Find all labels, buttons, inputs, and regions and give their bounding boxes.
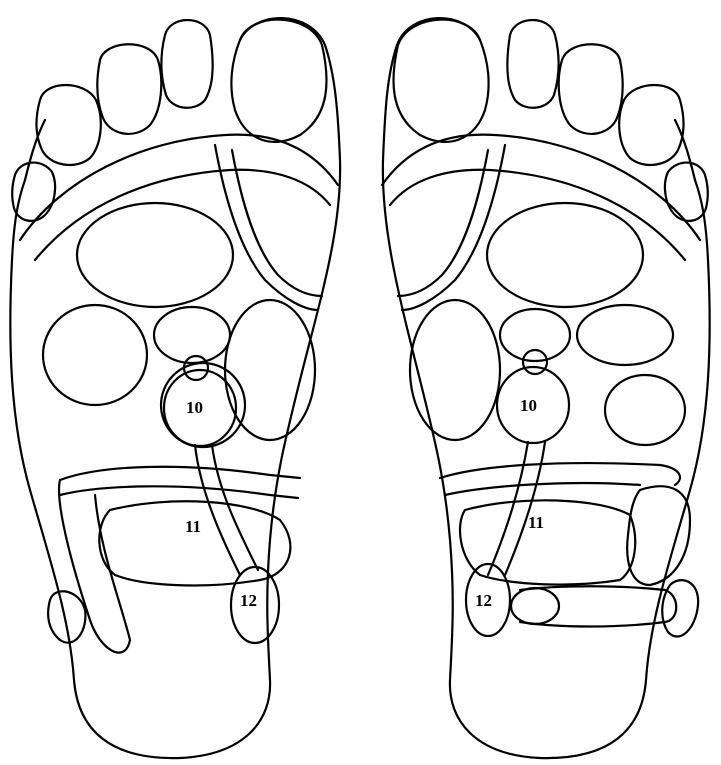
left-lower-region bbox=[99, 501, 290, 585]
left-foot-outline bbox=[10, 18, 340, 758]
right-heart-ellipse bbox=[577, 305, 673, 365]
left-transverse-band bbox=[60, 467, 300, 498]
right-foot bbox=[382, 18, 710, 758]
left-upper-spot bbox=[154, 307, 230, 363]
left-toe-2 bbox=[161, 20, 212, 108]
right-spleen-ellipse bbox=[605, 375, 685, 445]
right-colon-end bbox=[511, 588, 559, 624]
left-zone-11-tube bbox=[195, 445, 258, 575]
left-sciatic-tube bbox=[59, 480, 130, 653]
right-label-12: 12 bbox=[475, 591, 492, 610]
right-ball-band bbox=[382, 135, 700, 240]
right-neck-curve-inner bbox=[398, 150, 488, 296]
right-lung-ellipse bbox=[487, 203, 643, 307]
right-foot-outline bbox=[383, 18, 710, 758]
left-small-spot bbox=[184, 356, 208, 380]
right-toe-2 bbox=[507, 20, 558, 108]
right-stomach-region bbox=[410, 300, 500, 440]
left-big-toe bbox=[231, 20, 326, 142]
right-toe-4 bbox=[619, 85, 683, 165]
right-zone-11-tube bbox=[488, 442, 545, 575]
left-toe-3 bbox=[97, 44, 161, 134]
left-lung-ellipse bbox=[77, 203, 233, 307]
left-toe-4 bbox=[36, 85, 100, 165]
right-heel-side-spot bbox=[662, 580, 698, 636]
left-heel-side-spot bbox=[48, 591, 85, 642]
left-label-12: 12 bbox=[240, 591, 257, 610]
right-toe-3 bbox=[559, 44, 623, 134]
left-label-11: 11 bbox=[185, 517, 201, 536]
right-colon-tube bbox=[520, 586, 676, 626]
left-label-10: 10 bbox=[186, 398, 203, 417]
right-transverse-band bbox=[440, 463, 680, 495]
right-label-10: 10 bbox=[520, 396, 537, 415]
right-label-11: 11 bbox=[528, 513, 544, 532]
left-toe-5 bbox=[12, 163, 55, 221]
right-big-toe bbox=[393, 20, 488, 142]
right-toe-5 bbox=[665, 163, 708, 221]
right-upper-spot bbox=[500, 309, 570, 361]
left-ball-band bbox=[20, 135, 338, 240]
right-right-region bbox=[627, 486, 690, 585]
right-lower-region bbox=[460, 500, 635, 584]
left-liver-ellipse bbox=[43, 305, 147, 405]
left-neck-curve-inner bbox=[232, 150, 322, 296]
left-foot bbox=[10, 18, 340, 758]
